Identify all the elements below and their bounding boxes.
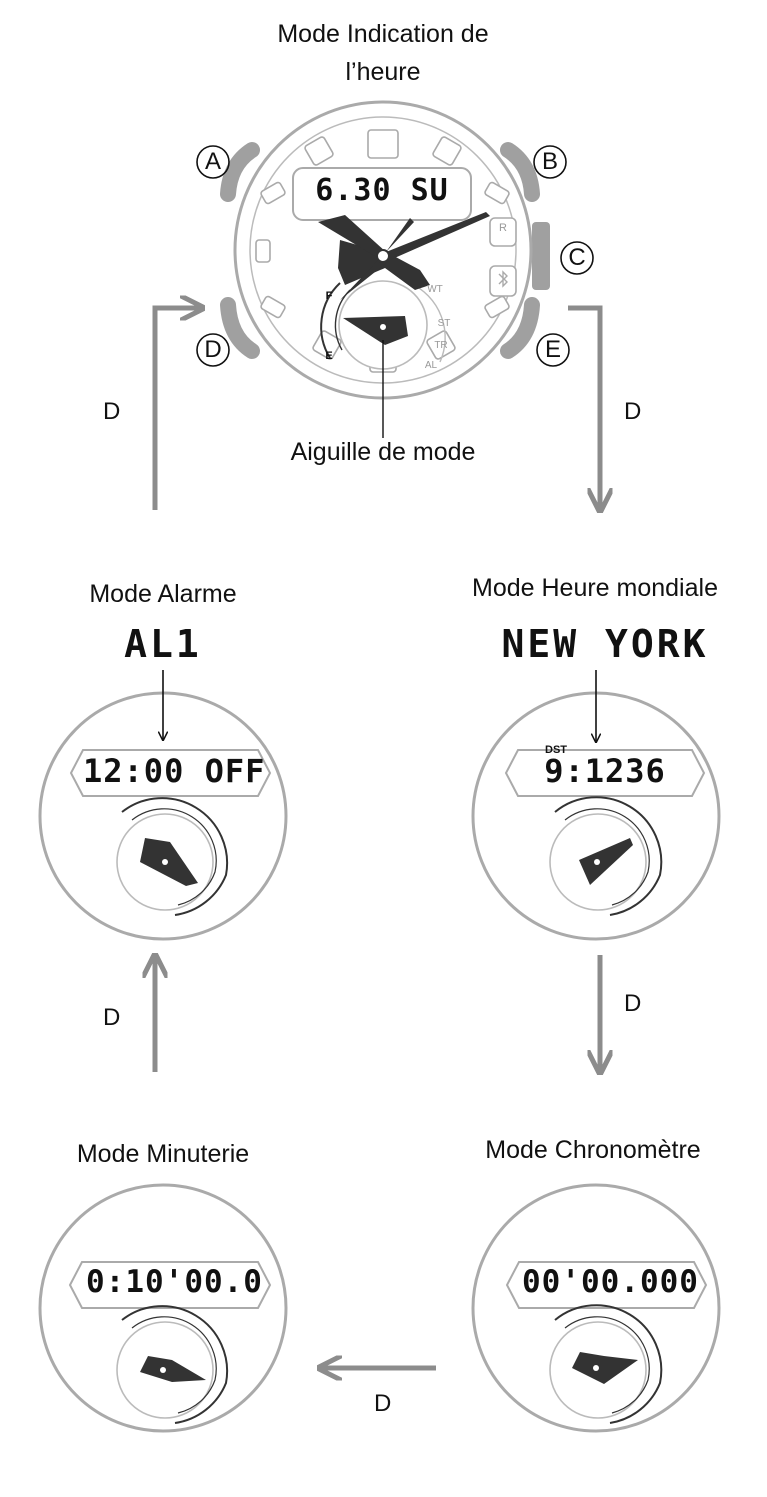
minute-hand <box>318 215 386 258</box>
timekeeping-lcd: 6.30 SU <box>315 173 449 208</box>
mark-wt: WT <box>427 284 443 295</box>
button-e[interactable] <box>500 297 540 359</box>
mark-e: E <box>325 350 333 362</box>
alarm-lcd: 12:00 OFF <box>83 752 266 790</box>
stopwatch-watch <box>471 1183 721 1433</box>
arrow-alarm-to-timekeeping <box>152 308 200 510</box>
button-d-letter: D <box>204 336 222 363</box>
mark-al: AL <box>424 360 438 371</box>
mode-hand <box>343 316 408 345</box>
alarm-mode-hand <box>140 838 198 886</box>
timer-watch <box>38 1183 288 1433</box>
mark-f: F <box>325 290 333 302</box>
hour-hand <box>338 240 430 290</box>
button-c-letter: C <box>568 244 586 271</box>
world-time-lcd: 9:1236 <box>544 752 666 790</box>
timekeeping-label-line2: l’heure <box>345 58 421 86</box>
alarm-name: AL1 <box>124 622 202 666</box>
timekeeping-label-line1: Mode Indication de <box>277 20 489 48</box>
dst-indicator: DST <box>545 744 567 756</box>
arrow-key-left-middle: D <box>103 1004 121 1031</box>
main-watch <box>220 100 550 438</box>
arrow-timekeeping-to-worldtime <box>568 305 600 508</box>
button-c[interactable] <box>532 222 550 290</box>
timer-lcd: 0:10'00.0 <box>86 1264 263 1300</box>
mark-st: ST <box>437 318 451 329</box>
mark-tr: TR <box>434 340 448 351</box>
arrow-key-left-top: D <box>103 398 121 425</box>
world-time-mode-label: Mode Heure mondiale <box>472 574 718 602</box>
world-time-city: NEW YORK <box>501 622 709 666</box>
stopwatch-mode-hand <box>572 1352 638 1384</box>
stopwatch-mode-label: Mode Chronomètre <box>485 1136 701 1164</box>
second-hand <box>340 212 490 300</box>
mode-cycle-arrows <box>155 308 600 1368</box>
stopwatch-lcd: 00'00.000 <box>522 1264 699 1300</box>
arrow-key-right-middle: D <box>624 990 642 1017</box>
button-a[interactable] <box>220 142 260 202</box>
world-time-watch <box>471 670 721 941</box>
timer-mode-label: Mode Minuterie <box>76 1140 250 1168</box>
arrow-key-right-top: D <box>624 398 642 425</box>
mode-hand-label: Aiguille de mode <box>290 438 476 466</box>
alarm-watch <box>38 670 288 941</box>
button-b-letter: B <box>541 148 558 175</box>
button-a-letter: A <box>204 148 221 175</box>
button-d[interactable] <box>220 297 260 359</box>
button-e-letter: E <box>544 336 561 363</box>
timer-mode-hand <box>140 1356 206 1382</box>
world-time-mode-hand <box>579 838 633 885</box>
arrow-key-bottom: D <box>374 1390 392 1417</box>
button-b[interactable] <box>500 142 540 202</box>
alarm-mode-label: Mode Alarme <box>89 580 237 608</box>
mark-r: R <box>499 222 507 234</box>
